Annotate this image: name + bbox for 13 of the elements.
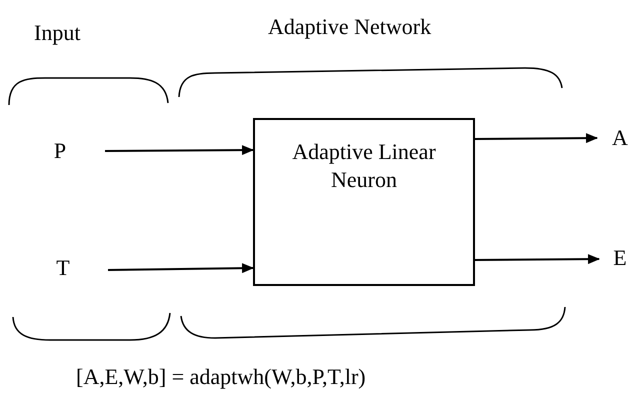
group-label: Input xyxy=(34,20,80,46)
arrow xyxy=(105,145,254,156)
signal-label: P xyxy=(54,137,66,165)
box-label: Adaptive Linear Neuron xyxy=(291,138,437,193)
arrow xyxy=(475,133,598,144)
signal-label: E xyxy=(613,244,627,272)
signal-label: A xyxy=(612,124,628,152)
formula-text: [A,E,W,b] = adaptwh(W,b,P,T,lr) xyxy=(76,364,366,390)
arrow xyxy=(475,254,600,264)
arrow xyxy=(108,263,254,274)
group-label: Adaptive Network xyxy=(268,14,432,40)
process-box xyxy=(253,118,475,286)
signal-label: T xyxy=(56,254,70,282)
